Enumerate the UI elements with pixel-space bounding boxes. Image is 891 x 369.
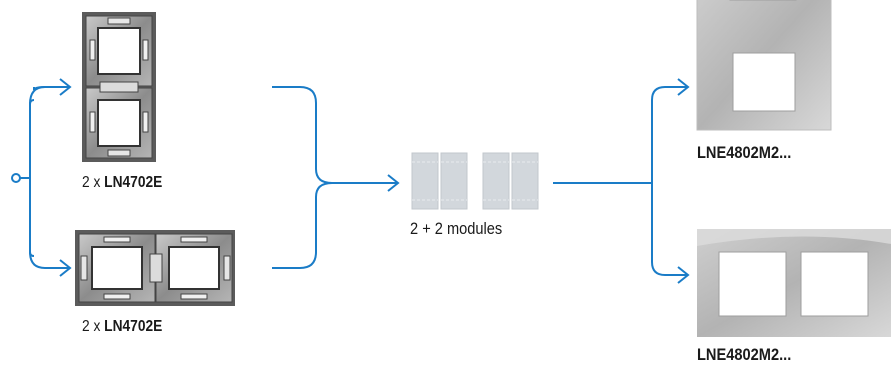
horizontal-mount-code: LN4702E (104, 318, 163, 335)
modules-label: 2 + 2 modules (410, 219, 503, 238)
horizontal-mount-count: 2 x (82, 318, 101, 335)
merge-connector (272, 86, 400, 269)
left-split-connector (11, 78, 72, 277)
horizontal-plate-code: LNE4802M2... (697, 345, 792, 364)
horizontal-mount-label: 2 x LN4702E (82, 318, 162, 336)
horizontal-cover-plate-image (697, 229, 891, 337)
vertical-mount-frame-image (82, 12, 156, 162)
vertical-cover-plate-image (696, 0, 832, 131)
right-split-connector (553, 78, 690, 284)
modules-image (411, 152, 539, 210)
horizontal-mount-frame-image (75, 230, 235, 306)
vertical-mount-code: LN4702E (104, 174, 163, 191)
vertical-mount-count: 2 x (82, 174, 101, 191)
vertical-plate-code: LNE4802M2... (697, 143, 792, 162)
vertical-mount-label: 2 x LN4702E (82, 174, 162, 192)
